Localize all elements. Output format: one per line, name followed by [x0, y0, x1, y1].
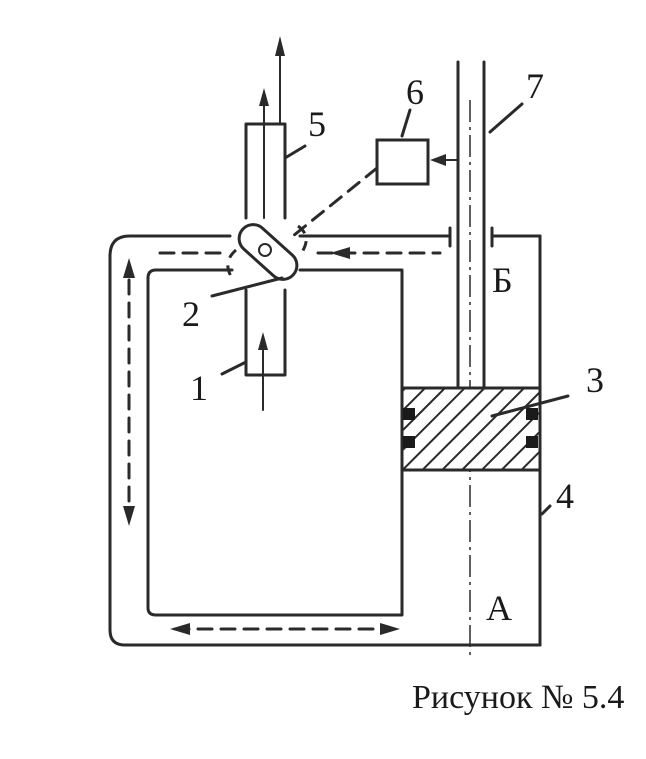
leader-5: [283, 144, 307, 160]
leader-6: [400, 108, 412, 138]
flow-top-arrow: [330, 247, 350, 259]
label-6: 6: [406, 72, 424, 112]
leader-7: [488, 102, 524, 134]
outer-channel-wall: [108, 234, 404, 647]
inner-channel-wall: [146, 268, 404, 617]
piston-seal-tr: [526, 408, 538, 420]
leader-1: [220, 360, 248, 376]
flow-bottom-right-arrow: [380, 623, 400, 635]
label-2: 2: [182, 294, 200, 334]
label-1: 1: [190, 368, 208, 408]
lower-pipe: [244, 288, 287, 377]
flow-left-up-arrow: [123, 258, 135, 278]
piston-seal-bl: [403, 436, 415, 448]
label-chamber-a: А: [486, 588, 512, 628]
piston-seal-tl: [403, 408, 415, 420]
flow-bottom-left-arrow: [170, 623, 190, 635]
outflow-arrow-head: [259, 88, 269, 106]
piston-seal-br: [526, 436, 538, 448]
label-4: 4: [556, 476, 574, 516]
leader-2: [210, 276, 284, 298]
piston: [400, 386, 542, 472]
control-box: [375, 138, 430, 186]
valve: [226, 223, 308, 281]
figure-caption: Рисунок № 5.4: [412, 679, 624, 716]
inflow-arrow-head: [258, 332, 268, 350]
label-chamber-b: Б: [492, 260, 513, 300]
leader-4: [540, 504, 552, 516]
upper-pipe: [244, 122, 287, 220]
flow-left-down-arrow: [123, 506, 135, 526]
leader-3: [490, 394, 570, 418]
label-5: 5: [308, 104, 326, 144]
rod-to-box-arrow: [430, 154, 446, 166]
upper-arrow-head: [275, 36, 285, 56]
label-7: 7: [526, 66, 544, 106]
label-3: 3: [586, 360, 604, 400]
control-link: [286, 166, 379, 242]
